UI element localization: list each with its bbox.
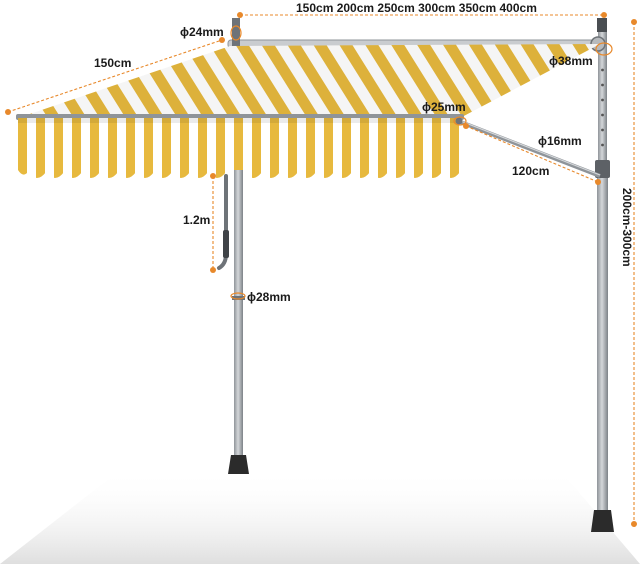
right-pole-foot (591, 510, 614, 532)
left-pole (234, 170, 243, 462)
height-range-label: 200cm-300cm (620, 188, 634, 267)
roller-end-cap (590, 36, 606, 52)
roller-tube-diameter-label: ϕ38mm (549, 54, 593, 68)
dimension-lines (7, 14, 635, 524)
awning-canopy-shade (18, 44, 600, 118)
awning-canopy (18, 44, 600, 118)
left-pole-joint (232, 296, 245, 300)
arm-joint (455, 117, 463, 125)
crank-grip (223, 230, 229, 258)
support-arm-highlight (457, 119, 601, 176)
front-bar-diameter-label: ϕ25mm (422, 100, 466, 114)
width-options-label: 150cm 200cm 250cm 300cm 350cm 400cm (296, 1, 537, 15)
crank-length-label: 1.2m (183, 213, 211, 227)
left-pole-foot (228, 455, 249, 474)
dimension-endpoints (5, 12, 637, 527)
right-pole-lower (597, 175, 608, 515)
arm-diameter-label: ϕ16mm (538, 134, 582, 148)
pole-diameter-label: ϕ28mm (247, 290, 291, 304)
right-pole-holes (601, 68, 604, 147)
top-bracket-left (232, 18, 240, 50)
support-arm (457, 119, 601, 178)
top-bracket-right (597, 18, 607, 32)
arm-length-label: 120cm (512, 164, 550, 178)
valance-shadow (18, 118, 460, 123)
awning-valance (18, 118, 460, 178)
floor-shadow (0, 470, 640, 564)
top-tube-diameter-label: ϕ24mm (180, 25, 224, 39)
projection-label: 150cm (94, 56, 132, 70)
diameter-markers (230, 25, 613, 300)
